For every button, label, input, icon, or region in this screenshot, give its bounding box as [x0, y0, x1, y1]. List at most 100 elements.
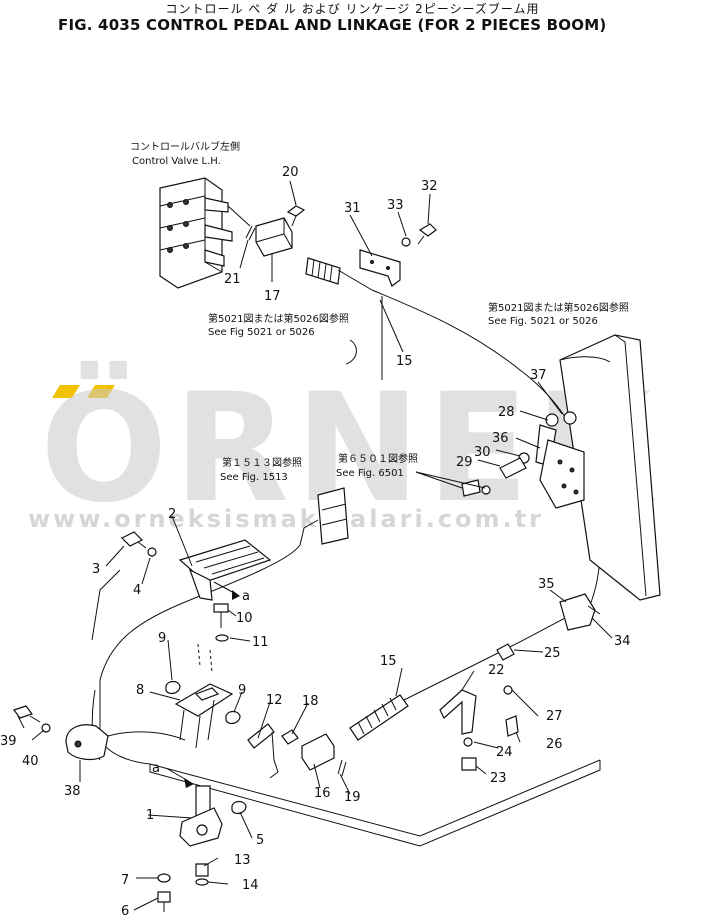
callout-31: 31 [344, 201, 361, 216]
ref-5021-left-jp: 第5021図または第5026図参照 [208, 312, 349, 325]
part-37-nut [563, 411, 577, 425]
part-7-washer [157, 873, 171, 883]
watermark-accent-left [52, 385, 80, 398]
part-6-bolt [157, 891, 171, 903]
part-5-nut [231, 800, 247, 815]
callout-3: 3 [92, 562, 100, 577]
ref-6501-jp: 第６５０１図参照 [338, 452, 418, 465]
callout-15-upper: 15 [396, 354, 413, 369]
part-16-yoke [301, 733, 335, 771]
part-8-mount-plate [174, 683, 234, 717]
part-11-washer [215, 634, 229, 642]
part-27-washer [503, 685, 513, 695]
callout-a-upper: a [242, 589, 250, 604]
callout-33: 33 [387, 198, 404, 213]
ref-control-valve-en: Control Valve L.H. [132, 156, 221, 167]
watermark-url: www.orneksismakinalari.com.tr [28, 505, 544, 533]
callout-27: 27 [546, 709, 563, 724]
callout-21: 21 [224, 272, 241, 287]
callout-19: 19 [344, 790, 361, 805]
callout-39: 39 [0, 734, 17, 749]
part-21-pin [245, 225, 256, 241]
frame-panel-right [559, 334, 661, 601]
part-13-bolt [195, 863, 209, 877]
part-12-shaft [247, 723, 279, 779]
callout-25: 25 [544, 646, 561, 661]
callout-5: 5 [256, 833, 264, 848]
part-1-lever [179, 785, 223, 847]
leader-lines [17, 180, 613, 911]
part-10-bolt [213, 603, 229, 613]
callout-23: 23 [490, 771, 507, 786]
callout-40: 40 [22, 754, 39, 769]
callout-28: 28 [498, 405, 515, 420]
ref-1513-part [299, 487, 349, 546]
ref-1513-en: See Fig. 1513 [220, 472, 288, 483]
part-32-bolt [417, 223, 437, 245]
callout-7: 7 [121, 873, 129, 888]
part-23-bolt [461, 757, 477, 771]
ref-control-valve-jp: コントロールバルブ左側 [130, 140, 240, 153]
part-14-washer [195, 878, 209, 886]
watermark-accent-right [87, 385, 115, 398]
callout-34: 34 [614, 634, 631, 649]
callout-a-lower: a [152, 761, 160, 776]
part-39-bolt [13, 705, 33, 719]
lever-bracket-plate [539, 439, 585, 509]
part-18-bolt [281, 729, 299, 745]
part-26-bolt [505, 715, 519, 737]
callout-38: 38 [64, 784, 81, 799]
callout-17: 17 [264, 289, 281, 304]
callout-37: 37 [530, 368, 547, 383]
part-2-pedal [178, 539, 272, 601]
callout-9-right: 9 [238, 683, 246, 698]
part-4-washer [147, 547, 157, 557]
callout-2: 2 [168, 507, 176, 522]
part-20-bolt [286, 205, 306, 227]
callout-6: 6 [121, 904, 129, 916]
callout-18: 18 [302, 694, 319, 709]
callout-24: 24 [496, 745, 513, 760]
part-31-bracket [359, 249, 401, 287]
callout-10: 10 [236, 611, 253, 626]
part-35-boot [559, 593, 596, 631]
callout-12: 12 [266, 693, 283, 708]
callout-32: 32 [421, 179, 438, 194]
callout-13: 13 [234, 853, 251, 868]
cable-loop-mark [345, 339, 357, 365]
part-34-cable-end [587, 605, 601, 615]
part-24-washer [463, 737, 473, 747]
part-3-bolt [120, 531, 144, 547]
callout-22: 22 [488, 663, 505, 678]
callout-29: 29 [456, 455, 473, 470]
callout-26: 26 [546, 737, 563, 752]
callout-labels: 1 2 3 4 5 6 7 8 9 9 10 11 12 13 14 15 15… [0, 165, 631, 916]
callout-8: 8 [136, 683, 144, 698]
part-22-bracket [439, 689, 477, 735]
title-english: FIG. 4035 CONTROL PEDAL AND LINKAGE (FOR… [58, 16, 607, 34]
callout-20: 20 [282, 165, 299, 180]
control-valve-lh [159, 177, 251, 289]
callout-35: 35 [538, 577, 555, 592]
part-33-washer [401, 237, 411, 247]
callout-4: 4 [133, 583, 141, 598]
callout-30: 30 [474, 445, 491, 460]
callout-11: 11 [252, 635, 269, 650]
title-japanese: コントロール ペ ダ ル および リンケージ 2ピーシーズブーム用 [165, 2, 540, 16]
ref-6501-en: See Fig. 6501 [336, 468, 404, 479]
part-25-clip [496, 643, 515, 661]
part-38-switch [65, 724, 186, 761]
ref-1513-jp: 第１５１３図参照 [222, 456, 302, 469]
ref-5021-right-en: See Fig. 5021 or 5026 [488, 316, 598, 327]
part-28-ball-joint [545, 413, 559, 427]
callout-36: 36 [492, 431, 509, 446]
callout-16: 16 [314, 786, 331, 801]
callout-14: 14 [242, 878, 259, 893]
part-29-bolt [499, 457, 527, 479]
callout-9-left: 9 [158, 631, 166, 646]
arrow-a-upper [232, 590, 240, 600]
part-9-nut-left [165, 680, 181, 695]
ref-5021-left-en: See Fig 5021 or 5026 [208, 327, 315, 338]
arrow-a-lower [184, 778, 194, 788]
